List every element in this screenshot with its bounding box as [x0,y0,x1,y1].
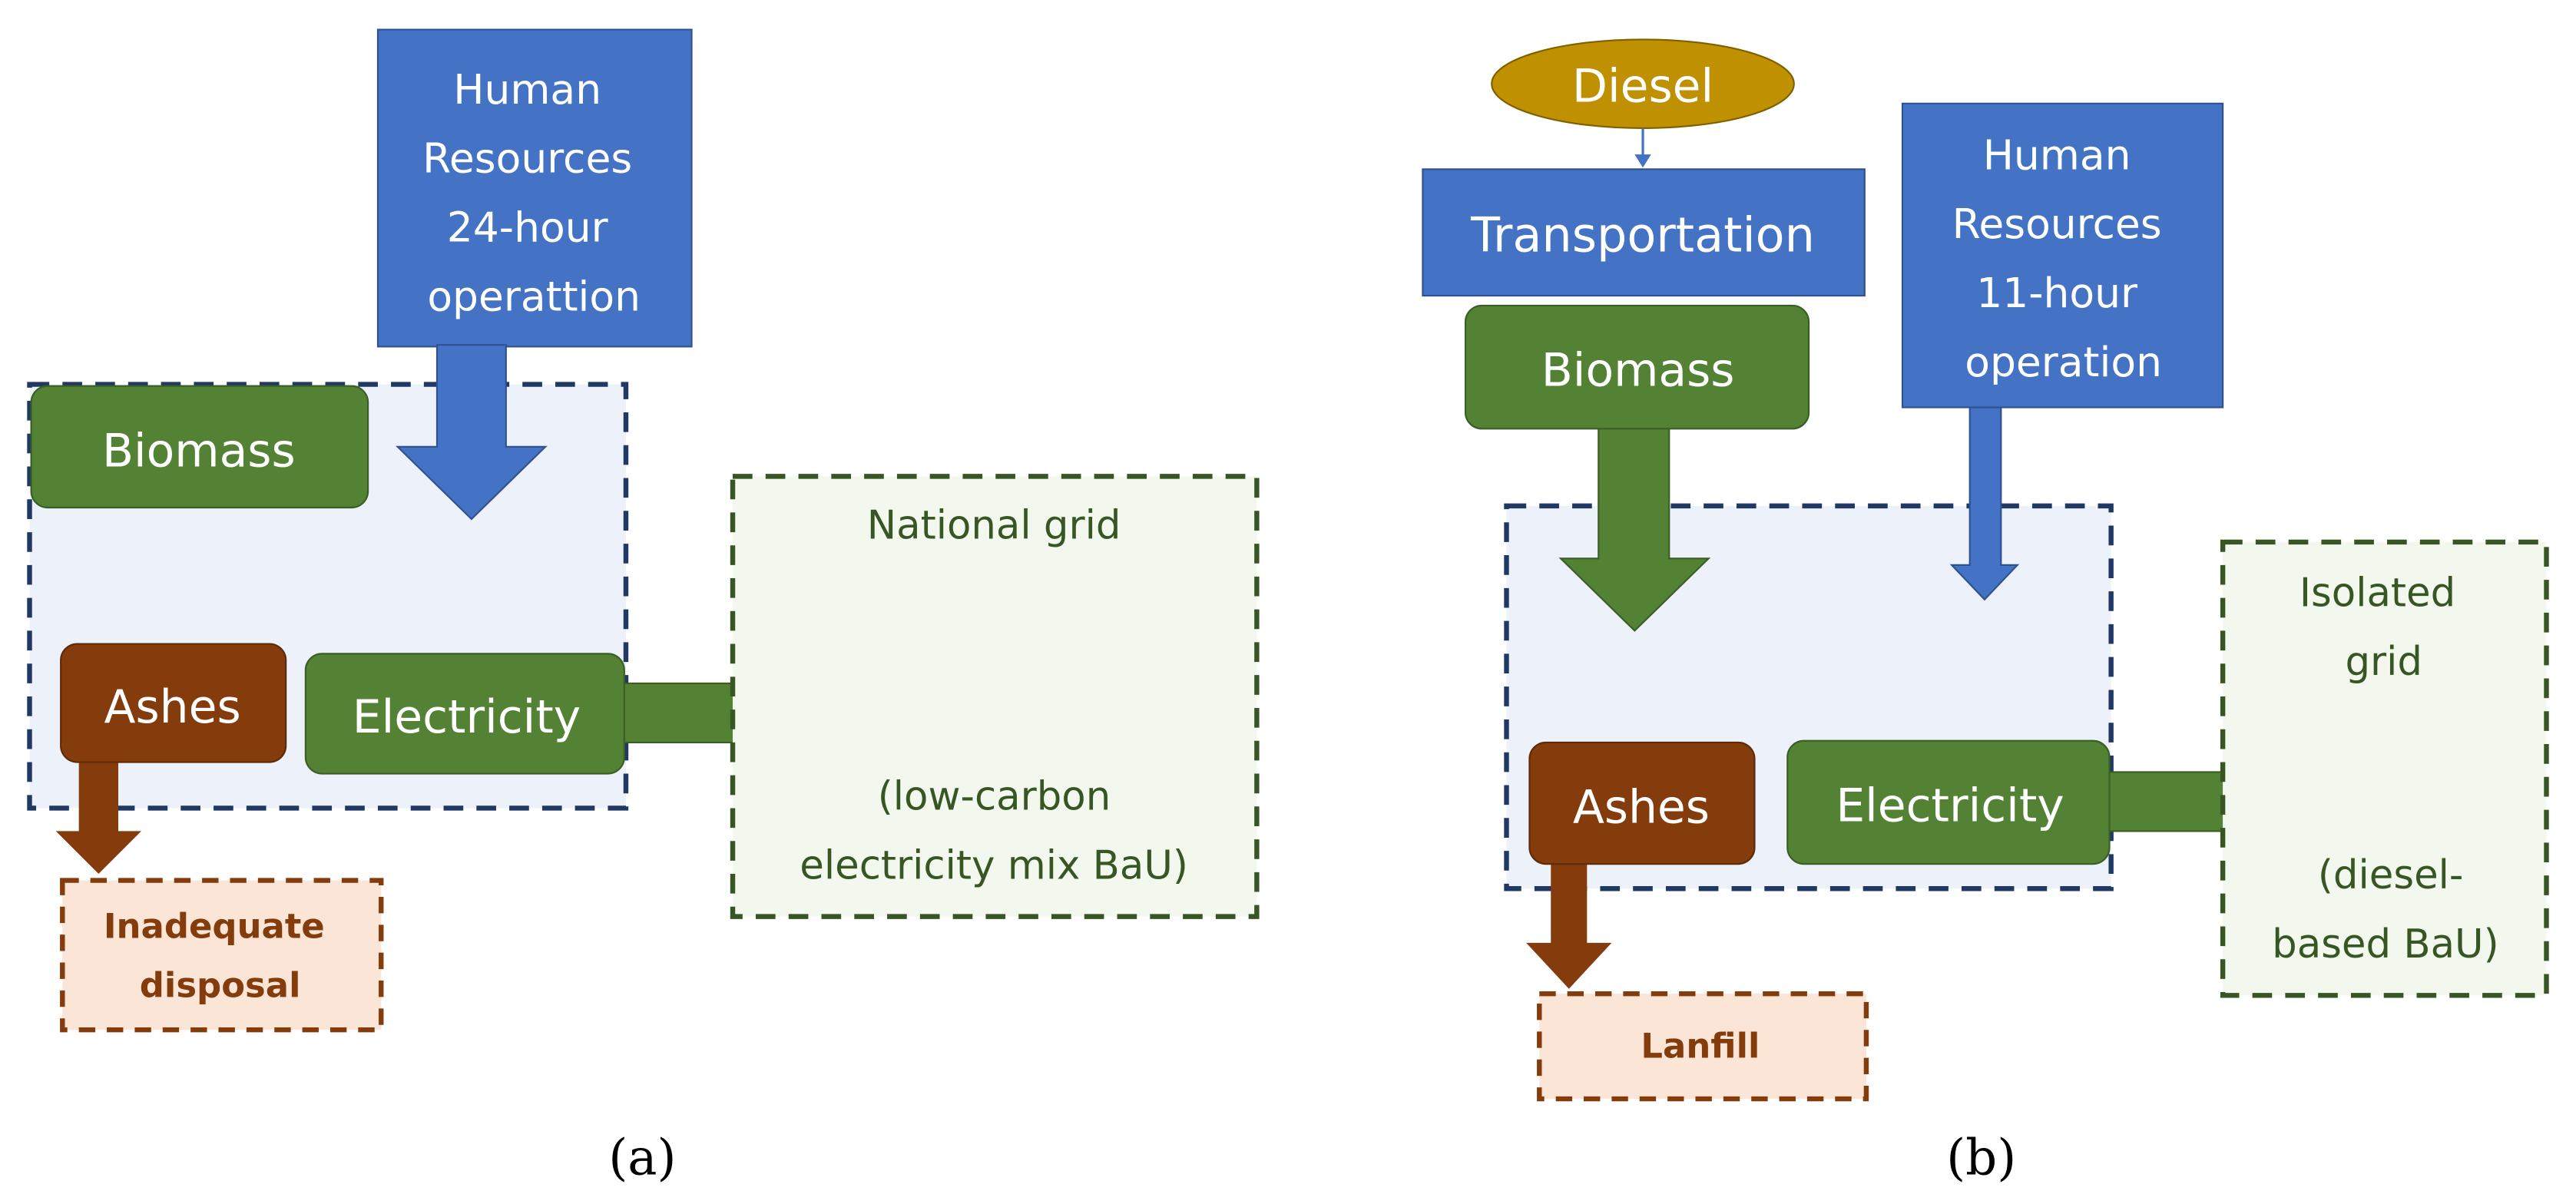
biomass-box-b [1464,304,1810,430]
ashes-box-a [60,643,287,763]
human-resources-arrow-b [1949,406,2020,601]
biomass-box-a [30,385,369,509]
electricity-label-b: Electricity [1836,779,2064,833]
disposal-box-a [60,878,384,1033]
ashes-label-a: Ashes [104,680,241,734]
ashes-box-b [1528,741,1756,865]
disposal-label-a: Inadequate disposal [104,905,337,1005]
isolated-grid-box-b [2220,539,2549,998]
diesel-connector-arrowhead-b [1634,154,1651,168]
landfill-box-b [1537,991,1869,1102]
isolated-grid-note-b: (diesel- based BaU) [2272,852,2499,968]
ash-arrow-a [55,755,141,875]
panel-a: Human Resources 24-hour operattion Bioma… [27,28,1260,1186]
transportation-label-b: Transportation [1470,207,1815,263]
ash-arrow-b [1526,854,1612,989]
national-grid-note-a: (low-carbon electricity mix BaU) [800,774,1188,889]
human-resources-box-b [1901,102,2224,408]
caption-a: (a) [608,1129,676,1186]
human-resources-label-a: Human Resources 24-hour operattion [422,65,645,321]
national-grid-title-a: National grid [867,503,1121,549]
electricity-box-a [304,653,625,775]
biomass-label-a: Biomass [102,425,296,478]
ashes-label-b: Ashes [1573,781,1710,835]
electricity-label-a: Electricity [353,690,581,744]
human-resources-arrow-a [396,344,548,521]
caption-b: (b) [1946,1129,2016,1186]
biomass-arrow-b [1558,419,1711,632]
landfill-label-b: Lanfill [1641,1026,1760,1067]
transportation-box-b [1422,168,1866,297]
human-resources-label-b: Human Resources 11-hour operation [1952,131,2175,386]
biomass-label-b: Biomass [1541,344,1735,398]
electricity-box-b [1786,739,2111,865]
national-grid-box-a [730,474,1260,919]
isolated-grid-title-b: Isolated grid [2300,570,2468,685]
diesel-label-b: Diesel [1572,60,1713,114]
human-resources-box-a [376,28,693,348]
panel-b: Diesel Transportation Biomass Human Reso… [1422,38,2549,1186]
